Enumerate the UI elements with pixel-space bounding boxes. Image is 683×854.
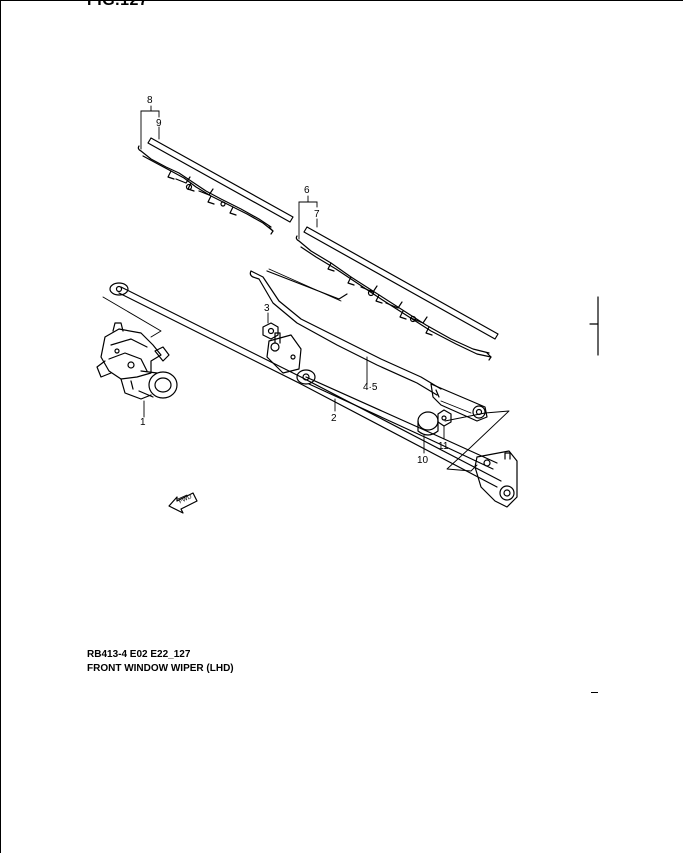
callout-8: 8 — [147, 95, 153, 106]
callout-3: 3 — [264, 303, 270, 314]
callout-leaders-8-9 — [140, 105, 160, 150]
callout-7: 7 — [314, 209, 320, 220]
callout-11: 11 — [438, 441, 449, 452]
figure-title: FIG.127 — [87, 0, 149, 9]
pivot-nut-11 — [437, 409, 452, 440]
alignment-guides — [102, 268, 510, 472]
forward-arrow-icon — [168, 492, 198, 514]
diagram-code: RB413-4 E02 E22_127 — [87, 649, 191, 660]
wiper-blade-8 — [137, 145, 274, 235]
callout-2: 2 — [331, 413, 337, 424]
wiper-blade-6 — [295, 235, 492, 361]
fwd-label: FWD — [178, 494, 194, 506]
blade-rubber-9 — [147, 137, 294, 223]
margin-marks — [589, 296, 599, 356]
wiper-linkage-2 — [109, 282, 518, 508]
nut-3 — [262, 312, 279, 340]
callout-leaders-6-7 — [298, 195, 318, 240]
wiper-motor-1 — [96, 322, 178, 418]
blade-rubber-7 — [303, 226, 499, 340]
callout-9: 9 — [156, 118, 162, 129]
diagram-caption: FRONT WINDOW WIPER (LHD) — [87, 663, 234, 674]
callout-10: 10 — [417, 455, 429, 466]
callout-1: 1 — [140, 417, 146, 428]
callout-6: 6 — [304, 185, 310, 196]
margin-dash — [591, 692, 598, 693]
callout-4-5: 4·5 — [363, 382, 378, 393]
